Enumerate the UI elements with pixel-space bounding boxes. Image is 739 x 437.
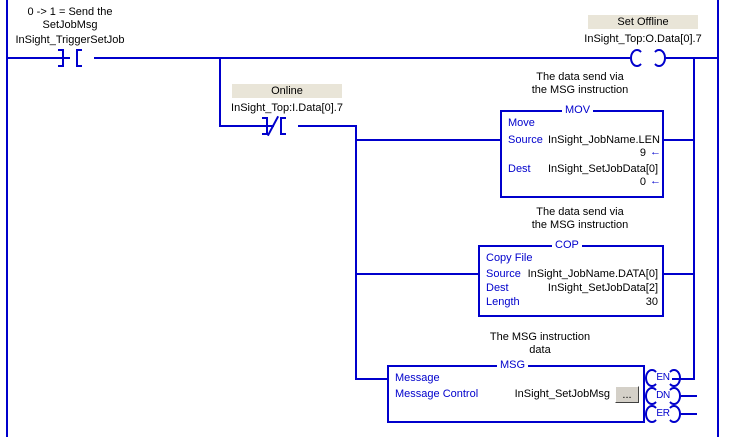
online-highlight-label: Online: [232, 84, 342, 98]
branch-spine-vertical: [355, 125, 357, 380]
mov-dest-operand[interactable]: InSight_SetJobData[0]: [548, 163, 659, 175]
msg-dn-label: DN: [656, 390, 670, 401]
cop-length-label: Length: [486, 296, 520, 308]
cop-title: Copy File: [486, 252, 533, 264]
cop-length-operand[interactable]: 30: [645, 296, 658, 308]
trigger-comment: 0 -> 1 = Send the SetJobMsg: [27, 6, 113, 31]
cop-output-wire: [664, 273, 695, 275]
set-offline-tag: InSight_Top:O.Data[0].7: [584, 33, 702, 45]
mov-source-value: 9: [639, 147, 646, 159]
cop-dest-operand[interactable]: InSight_SetJobData[2]: [547, 282, 658, 294]
left-power-rail: [6, 0, 8, 437]
mov-source-label: Source: [508, 134, 543, 146]
rung-line-right-segment: [666, 57, 718, 59]
xio-contact-online[interactable]: [262, 115, 286, 137]
msg-en-output-coil: EN: [645, 369, 681, 387]
msg-mnemonic: MSG: [497, 359, 529, 371]
msg-er-output-coil: ER: [645, 405, 681, 423]
msg-title: Message: [395, 372, 440, 384]
branch-online-row-left-wire: [221, 125, 274, 127]
rung-line-mid-segment: [94, 57, 630, 59]
branch-return-vertical: [693, 57, 695, 380]
msg-comment: The MSG instruction data: [489, 331, 591, 356]
msg-dn-stub-wire: [681, 395, 697, 397]
ote-coil-set-offline[interactable]: [630, 49, 666, 67]
msg-control-operand[interactable]: InSight_SetJobMsg: [514, 388, 610, 400]
cop-input-wire: [357, 273, 479, 275]
mov-dest-value: 0: [639, 176, 646, 188]
branch-left-vertical: [219, 57, 221, 127]
mov-title: Move: [508, 117, 535, 129]
msg-control-label: Message Control: [395, 388, 479, 400]
cop-source-operand[interactable]: InSight_JobName.DATA[0]: [527, 268, 658, 280]
msg-browse-button[interactable]: ...: [615, 386, 639, 403]
mov-dest-label: Dest: [508, 163, 531, 175]
mov-comment: The data send via the MSG instruction: [531, 71, 629, 96]
mov-output-wire: [664, 139, 695, 141]
xic-contact-trigger-setjob[interactable]: [58, 49, 82, 67]
mov-source-operand[interactable]: InSight_JobName.LEN: [548, 134, 660, 146]
msg-en-output-wire: [672, 378, 695, 380]
branch-online-row-right-wire: [298, 125, 356, 127]
msg-en-label: EN: [656, 372, 670, 383]
cop-comment: The data send via the MSG instruction: [531, 206, 629, 231]
trigger-tag: InSight_TriggerSetJob: [15, 34, 125, 46]
rung-line-left-segment: [8, 57, 70, 59]
cop-dest-label: Dest: [486, 282, 509, 294]
msg-er-stub-wire: [681, 413, 697, 415]
msg-dn-output-coil: DN: [645, 387, 681, 405]
right-power-rail: [717, 0, 719, 437]
msg-input-wire: [357, 378, 389, 380]
mov-dest-value-arrow-icon: ←: [650, 175, 661, 187]
msg-er-label: ER: [656, 408, 670, 419]
mov-mnemonic: MOV: [562, 104, 594, 116]
cop-source-label: Source: [486, 268, 521, 280]
mov-input-wire: [357, 139, 501, 141]
online-tag: InSight_Top:I.Data[0].7: [231, 102, 343, 114]
set-offline-highlight-label: Set Offline: [588, 15, 698, 29]
cop-mnemonic: COP: [552, 239, 582, 251]
mov-instruction-block[interactable]: [500, 110, 664, 198]
mov-source-value-arrow-icon: ←: [650, 146, 661, 158]
